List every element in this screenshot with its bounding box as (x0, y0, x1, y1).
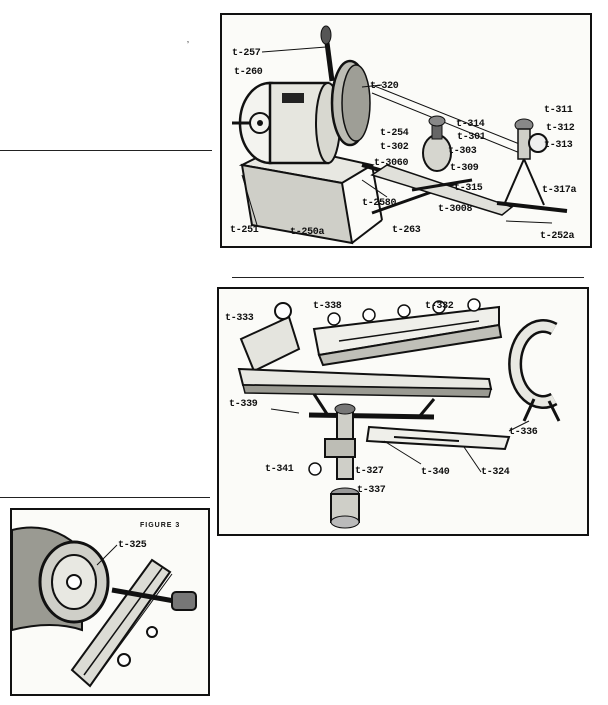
callout-label: t-250a (290, 227, 325, 238)
callout-label: t-337 (357, 485, 386, 496)
callout-label: t-315 (454, 183, 483, 194)
callout-label: t-263 (392, 225, 421, 236)
figure-grinder-assembly: t-257 t-260 t-320 t-254 t-302 t-3060 t-2… (220, 13, 592, 248)
right-rule-middle (232, 277, 584, 278)
wheel-closeup-drawing (12, 526, 197, 688)
callout-label: t-251 (230, 225, 259, 236)
callout-label: t-311 (544, 105, 573, 116)
figure-wheel-closeup: FIGURE 3 t-325 (10, 508, 210, 696)
callout-label: t-314 (456, 119, 485, 130)
callout-label: t-312 (546, 123, 575, 134)
callout-label: t-340 (421, 467, 450, 478)
callout-label: t-338 (313, 301, 342, 312)
callout-label: t-341 (265, 464, 294, 475)
callout-label: t-252a (540, 231, 575, 242)
callout-label: t-336 (509, 427, 538, 438)
figure-tool-holder-parts: t-338 t-332 t-333 t-339 t-336 t-341 t-32… (217, 287, 589, 536)
grinder-drawing (232, 25, 568, 245)
callout-label: t-302 (380, 142, 409, 153)
figure-title: FIGURE 3 (140, 522, 181, 529)
callout-label: t-303 (448, 146, 477, 157)
callout-label: t-301 (457, 132, 486, 143)
callout-label: t-254 (380, 128, 409, 139)
callout-label: t-333 (225, 313, 254, 324)
left-rule-bottom (0, 497, 210, 498)
callout-label: t-325 (118, 540, 147, 551)
callout-label: t-3060 (374, 158, 409, 169)
callout-label: t-3008 (438, 204, 473, 215)
left-rule-top (0, 150, 212, 151)
callout-label: t-2580 (362, 198, 397, 209)
tool-holder-drawing (237, 298, 561, 529)
callout-label: t-324 (481, 467, 510, 478)
callout-label: t-332 (425, 301, 454, 312)
callout-label: t-309 (450, 163, 479, 174)
callout-label: t-339 (229, 399, 258, 410)
corner-mark: ʼ (187, 40, 189, 50)
callout-label: t-327 (355, 466, 384, 477)
callout-label: t-257 (232, 48, 261, 59)
callout-label: t-260 (234, 67, 263, 78)
callout-label: t-317a (542, 185, 577, 196)
callout-label: t-313 (544, 140, 573, 151)
callout-label: t-320 (370, 81, 399, 92)
